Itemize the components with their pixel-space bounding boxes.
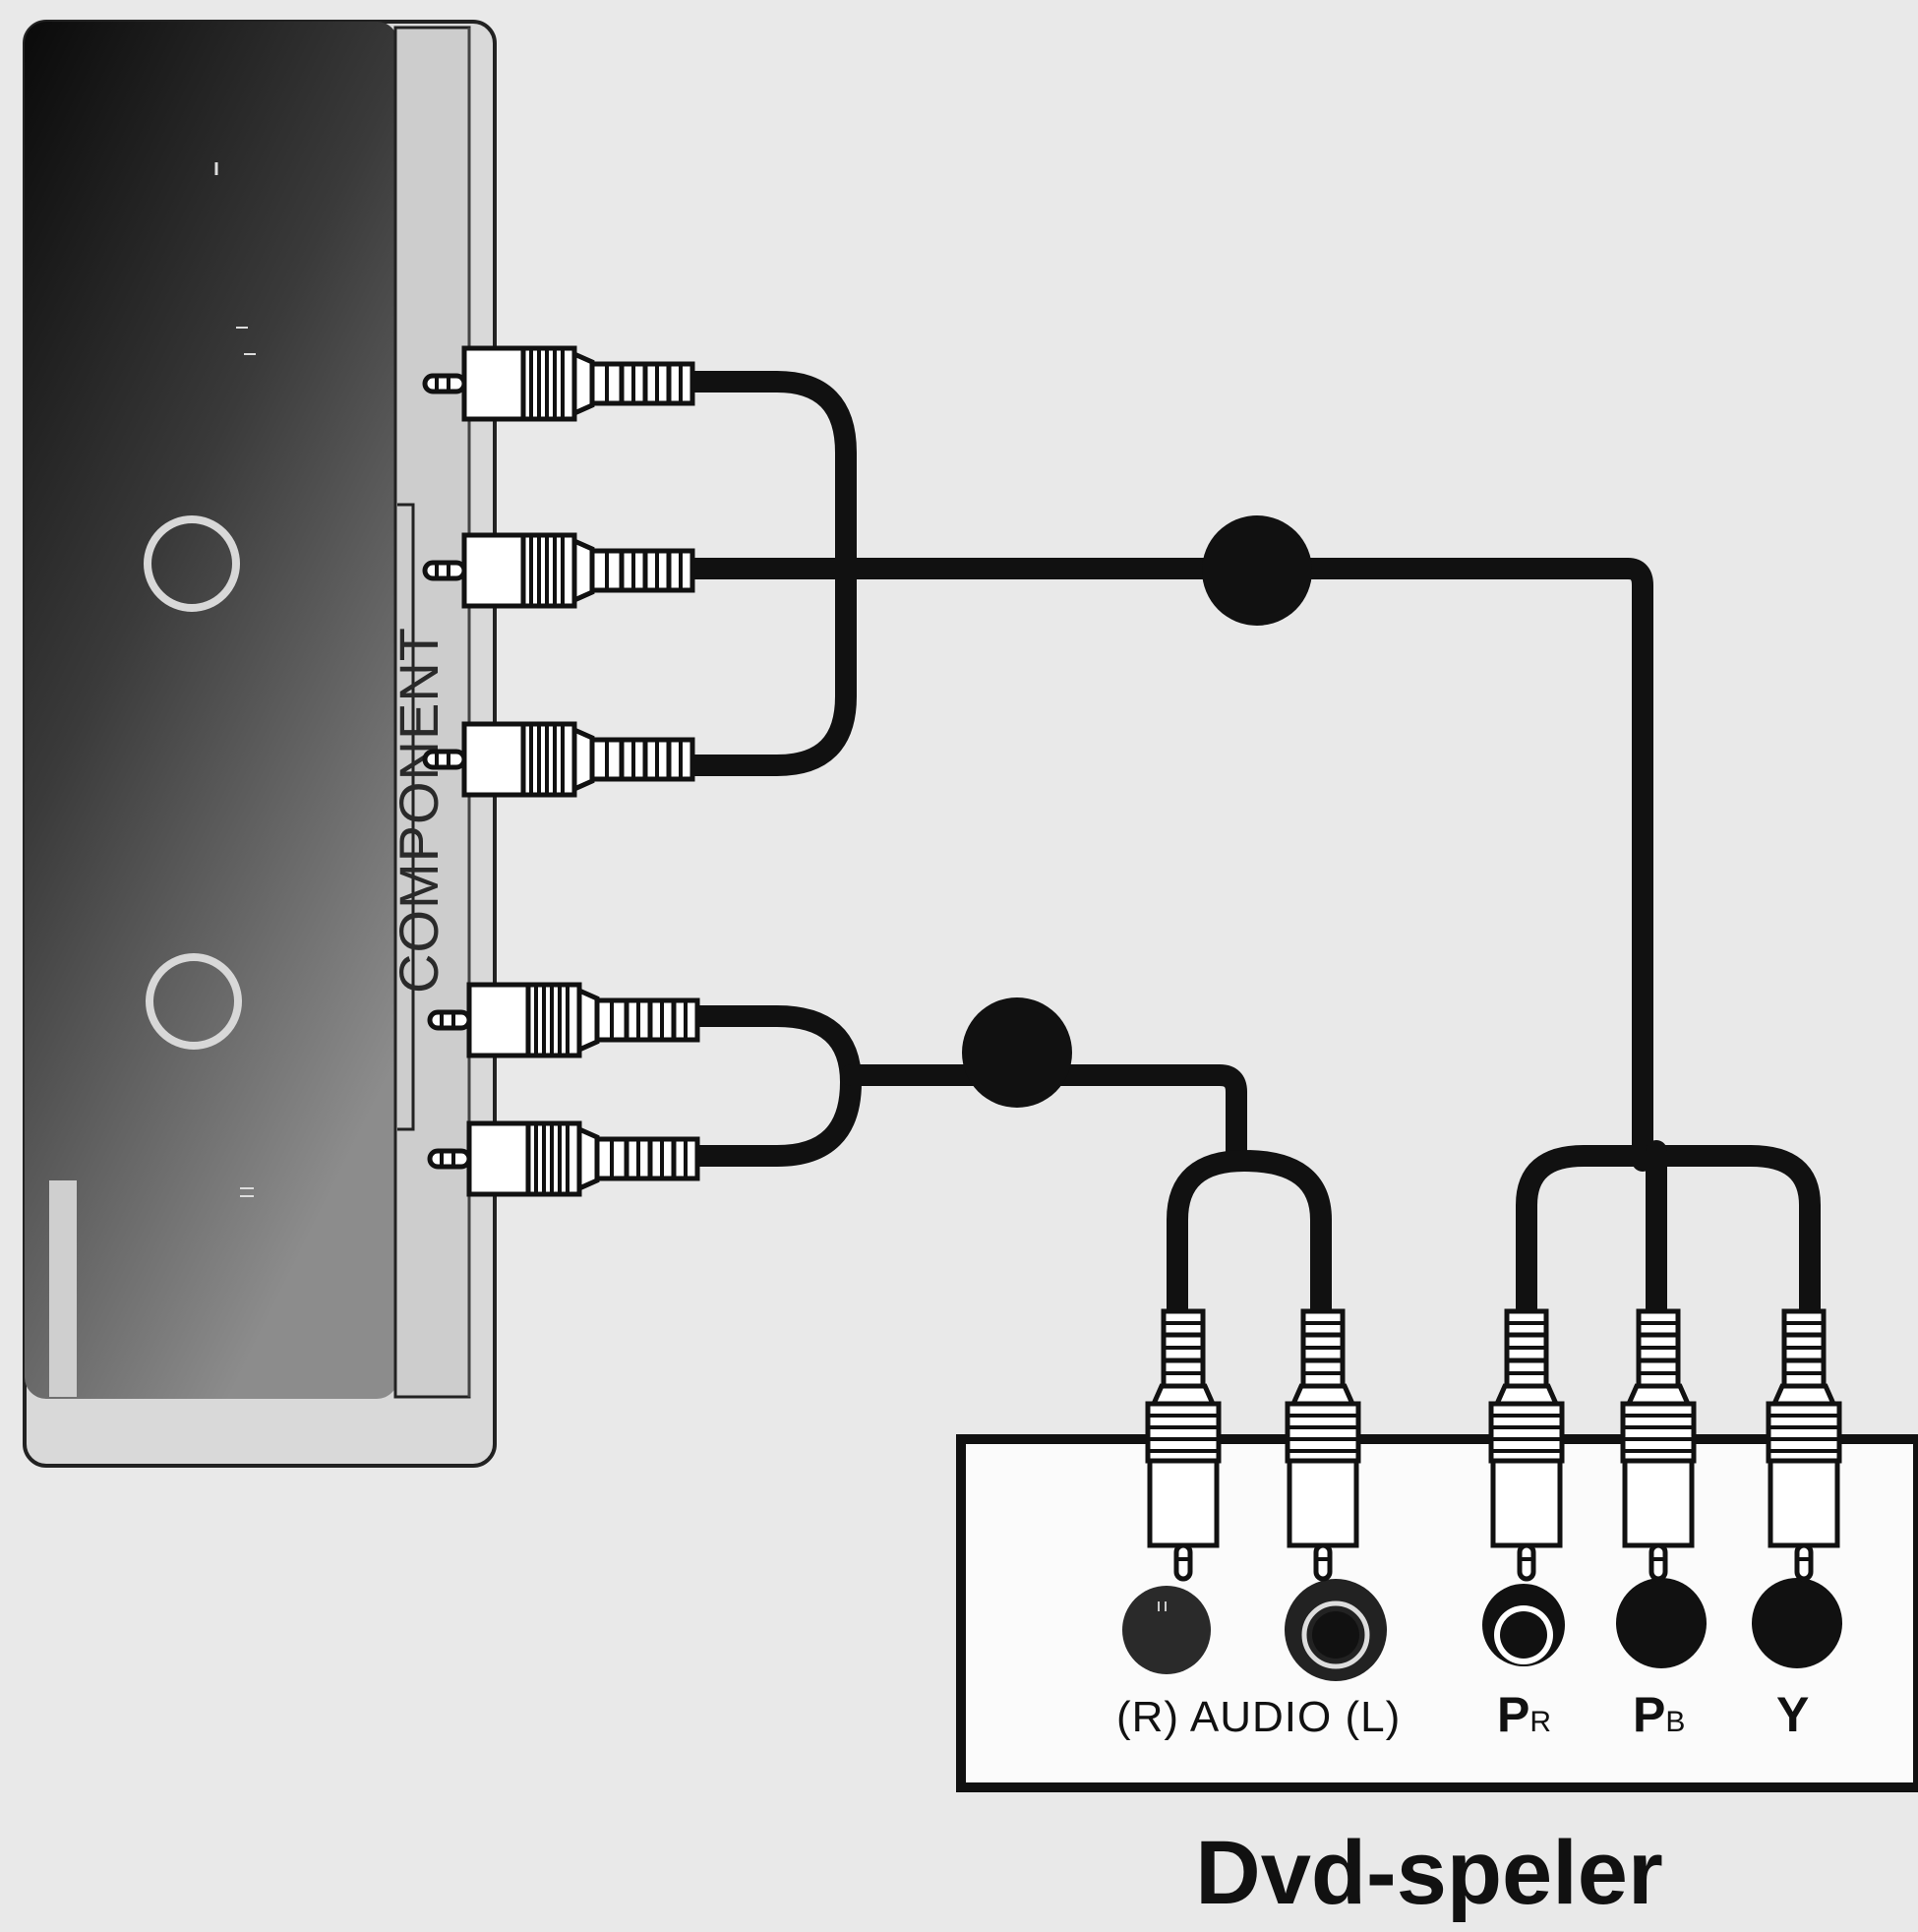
dvd-plug-audio-l (1288, 1311, 1358, 1579)
dvd-plug-y (1768, 1311, 1839, 1579)
tv-plug-video-1 (425, 348, 692, 419)
ferrite-bead-video (1202, 515, 1312, 626)
tv-plug-audio-2 (430, 1123, 697, 1194)
tv-side-panel: COMPONENT (23, 20, 497, 1468)
component-label: COMPONENT (388, 627, 450, 994)
device-name: Dvd-speler (1195, 1823, 1663, 1923)
tv-plug-video-3 (425, 724, 692, 795)
tv-plug-audio-1 (430, 985, 697, 1056)
tv-knob-upper (144, 515, 240, 612)
audio-r-jack (1122, 1586, 1211, 1674)
audio-label: (R) AUDIO (L) (1116, 1693, 1401, 1741)
pr-label: PR (1497, 1687, 1551, 1742)
cables (678, 371, 1821, 1327)
dvd-plug-audio-r (1148, 1311, 1219, 1579)
ferrite-bead-audio (962, 997, 1072, 1108)
tv-plug-video-2 (425, 535, 692, 606)
dvd-plug-pr (1491, 1311, 1562, 1579)
y-label: Y (1776, 1687, 1809, 1742)
y-jack (1752, 1578, 1842, 1668)
pb-label: PB (1633, 1687, 1685, 1742)
pb-jack (1616, 1578, 1707, 1668)
dvd-panel: (R) AUDIO (L) PR PB Y (956, 1434, 1918, 1792)
tv-knob-lower (146, 953, 242, 1050)
dvd-plug-pb (1623, 1311, 1694, 1579)
